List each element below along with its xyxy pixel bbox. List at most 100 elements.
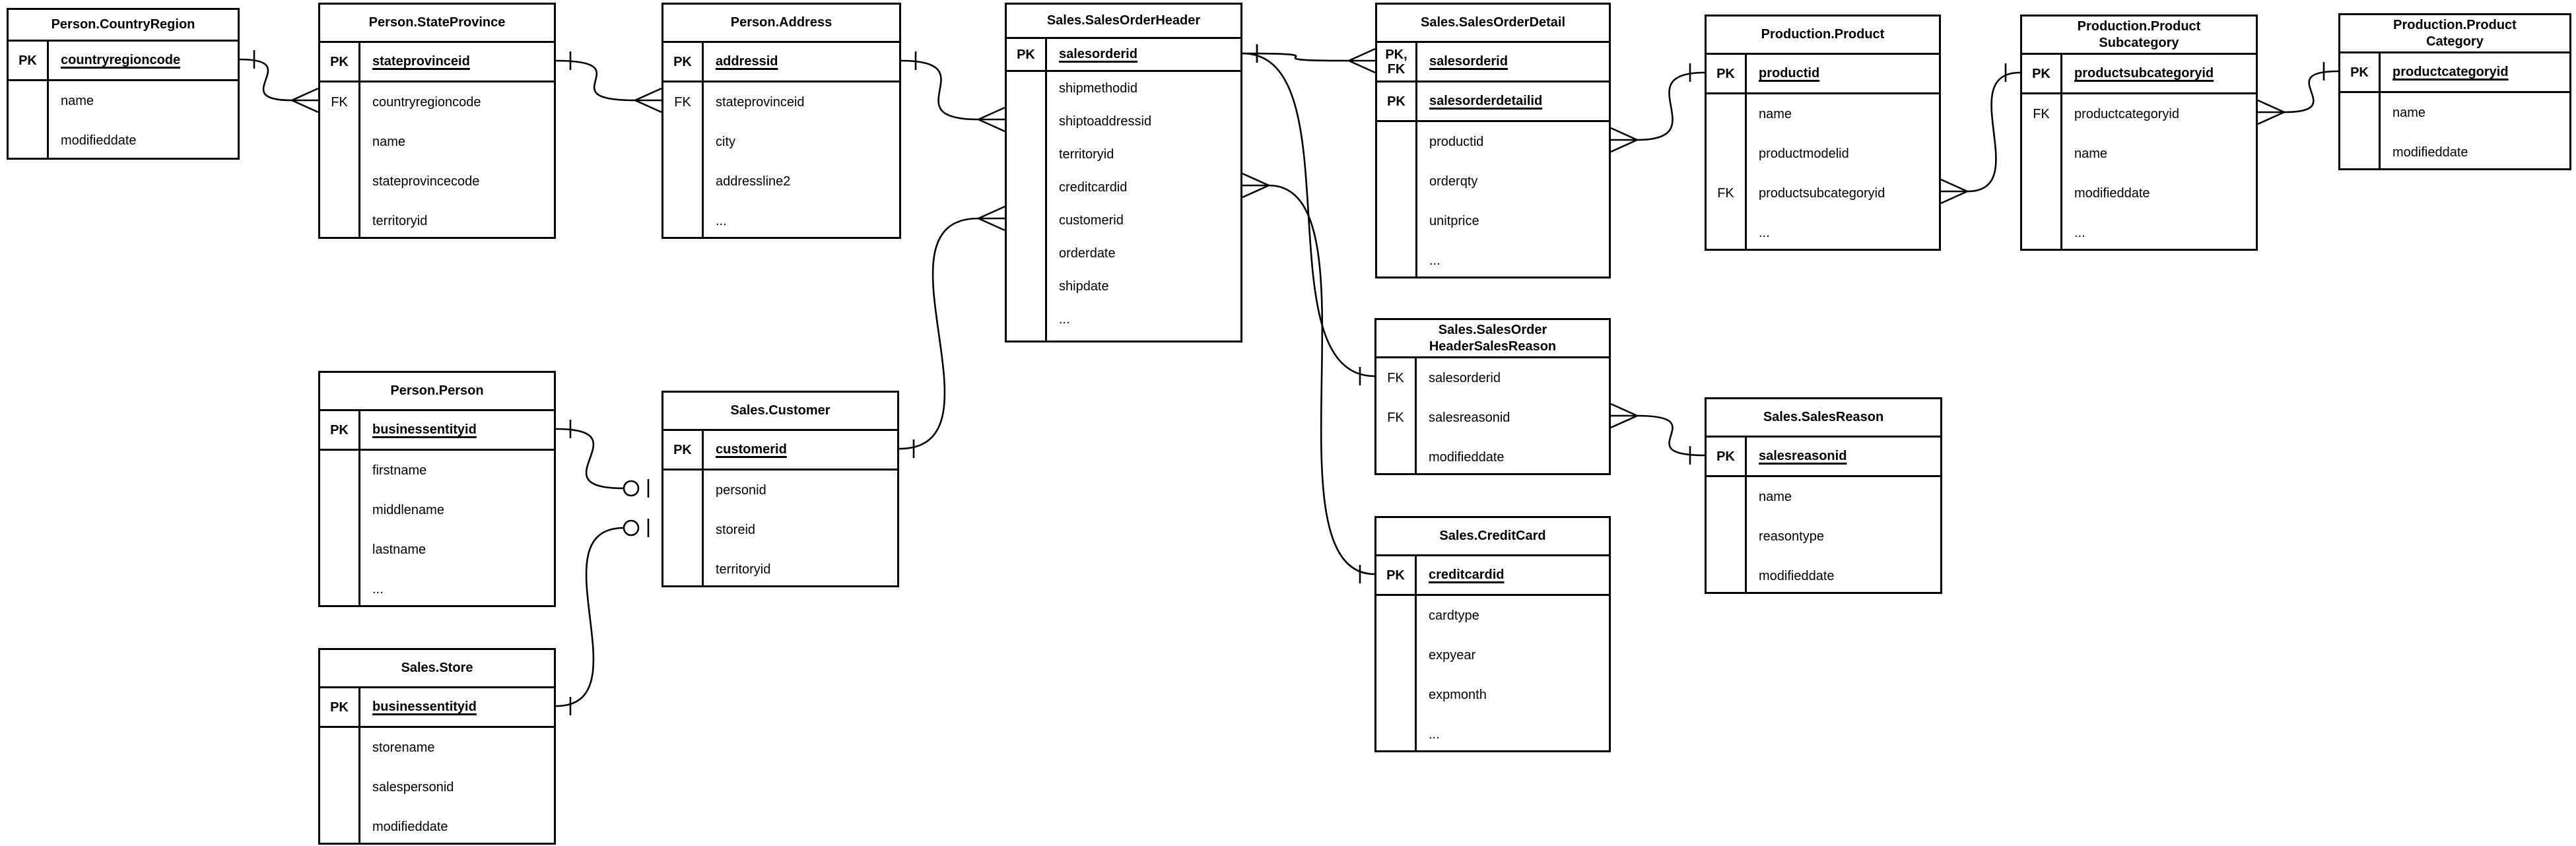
attribute-row-creditcardid[interactable]: creditcardid <box>1007 171 1240 204</box>
attribute-row-unitprice[interactable]: unitprice <box>1377 201 1609 241</box>
attribute-row-...[interactable]: ... <box>663 201 899 241</box>
relationship-countryregion-stateprovince[interactable] <box>239 50 319 114</box>
relationship-creditcard-salesorderheader[interactable] <box>1242 172 1375 583</box>
relationship-productsubcategory-product[interactable] <box>1940 63 2021 205</box>
attribute-row-reasontype[interactable]: reasontype <box>1707 517 1940 556</box>
attribute-row-name[interactable]: name <box>2022 134 2256 174</box>
attribute-row-modifieddate[interactable]: modifieddate <box>1376 438 1609 477</box>
attribute-row-...[interactable]: ... <box>1007 303 1240 336</box>
attribute-row-name[interactable]: name <box>2340 93 2569 133</box>
attribute-row-...[interactable]: ... <box>1376 715 1609 754</box>
attribute-row-modifieddate[interactable]: modifieddate <box>1707 556 1940 596</box>
attribute-row-...[interactable]: ... <box>320 569 554 609</box>
attribute-row-shiptoaddressid[interactable]: shiptoaddressid <box>1007 105 1240 138</box>
attribute-row-...[interactable]: ... <box>1377 241 1609 280</box>
attribute-row-storename[interactable]: storename <box>320 728 554 767</box>
attribute-row-productmodelid[interactable]: productmodelid <box>1707 134 1939 174</box>
relationship-person-customer[interactable] <box>555 420 650 498</box>
attribute-row-cardtype[interactable]: cardtype <box>1376 596 1609 635</box>
relationship-customer-salesorderheader[interactable] <box>898 205 1005 458</box>
attribute-name: personid <box>716 482 766 498</box>
attribute-row-middlename[interactable]: middlename <box>320 490 554 530</box>
attribute-row-modifieddate[interactable]: modifieddate <box>320 807 554 846</box>
attribute-name: customerid <box>1059 212 1124 228</box>
attribute-row-modifieddate[interactable]: modifieddate <box>2022 174 2256 213</box>
attribute-row-orderdate[interactable]: orderdate <box>1007 237 1240 270</box>
relationship-productcategory-productsubcategory[interactable] <box>2257 62 2339 125</box>
attribute-row-territoryid[interactable]: territoryid <box>320 201 554 241</box>
attribute-row-addressline2[interactable]: addressline2 <box>663 162 899 201</box>
attribute-row-stateprovincecode[interactable]: stateprovincecode <box>320 162 554 201</box>
attribute-row-expmonth[interactable]: expmonth <box>1376 675 1609 715</box>
attribute-row-city[interactable]: city <box>663 122 899 162</box>
column-divider <box>358 728 360 843</box>
attribute-row-modifieddate[interactable]: modifieddate <box>2340 133 2569 172</box>
relationship-salesreason-headersalesreason[interactable] <box>1610 403 1705 465</box>
attribute-row-expyear[interactable]: expyear <box>1376 635 1609 675</box>
column-divider <box>702 471 704 585</box>
attribute-row-lastname[interactable]: lastname <box>320 530 554 569</box>
attribute-row-productid[interactable]: productid <box>1377 122 1609 162</box>
attribute-row-territoryid[interactable]: territoryid <box>663 550 897 589</box>
attribute-row-territoryid[interactable]: territoryid <box>1007 138 1240 171</box>
attribute-row-salespersonid[interactable]: salespersonid <box>320 767 554 807</box>
attribute-row-orderqty[interactable]: orderqty <box>1377 162 1609 201</box>
attribute-row-name[interactable]: name <box>1707 94 1939 134</box>
key-label <box>1707 517 1745 556</box>
relationship-line <box>1637 71 1705 141</box>
relationship-stateprovince-address[interactable] <box>555 51 662 114</box>
attribute-row-customerid[interactable]: customerid <box>1007 204 1240 237</box>
attribute-row-name[interactable]: name <box>9 81 238 121</box>
attribute-row-shipdate[interactable]: shipdate <box>1007 270 1240 303</box>
attribute-row-storeid[interactable]: storeid <box>663 510 897 550</box>
relationship-line <box>1268 184 1375 575</box>
relationship-store-customer[interactable] <box>555 519 650 715</box>
attribute-row-modifieddate[interactable]: modifieddate <box>9 121 238 160</box>
attribute-row-name[interactable]: name <box>1707 477 1940 517</box>
attribute-row-...[interactable]: ... <box>2022 213 2256 253</box>
attribute-row-...[interactable]: ... <box>1707 213 1939 253</box>
attribute-row-name[interactable]: name <box>320 122 554 162</box>
relationship-address-salesorderheader[interactable] <box>900 51 1005 133</box>
attribute-row-shipmethodid[interactable]: shipmethodid <box>1007 72 1240 105</box>
attribute-name: productcategoryid <box>2392 65 2509 79</box>
attribute-row-firstname[interactable]: firstname <box>320 451 554 490</box>
relationship-product-salesorderdetail[interactable] <box>1610 63 1705 153</box>
table-title: Sales.SalesOrder HeaderSalesReason <box>1376 320 1609 358</box>
attribute-row-personid[interactable]: personid <box>663 471 897 510</box>
